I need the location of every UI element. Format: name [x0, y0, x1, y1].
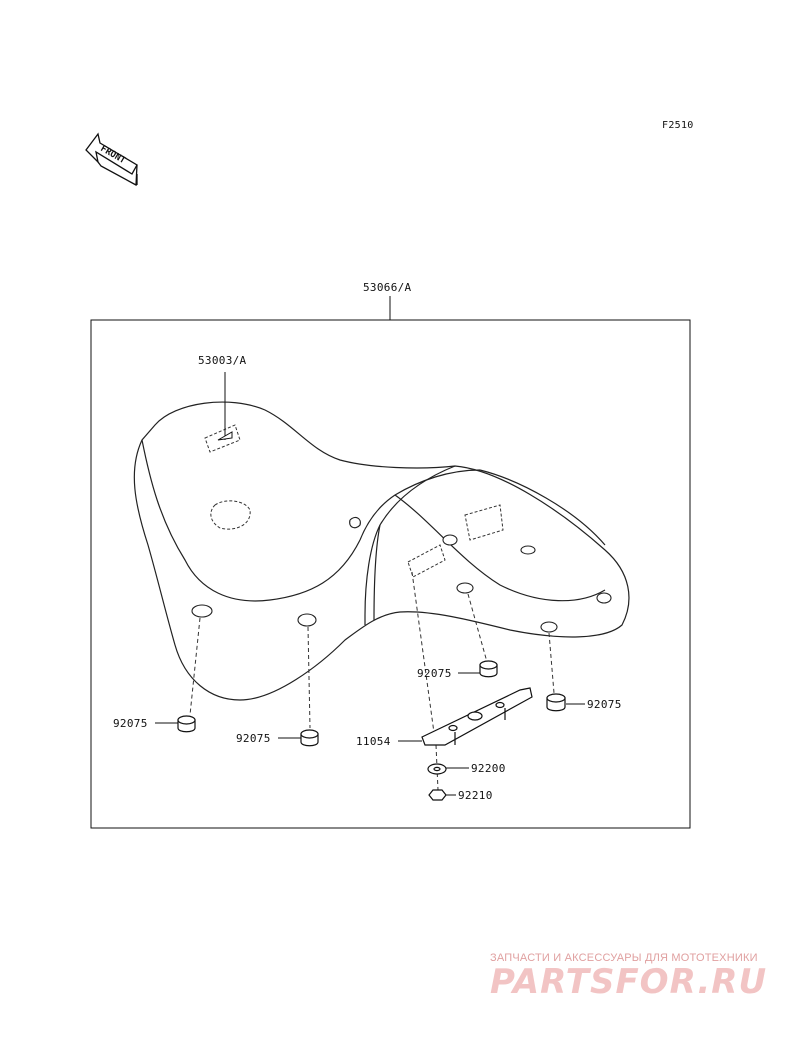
damper-right-icon: [546, 693, 566, 712]
label-leaders: [155, 672, 585, 796]
watermark-tagline: ЗАПЧАСТИ И АКСЕССУАРЫ ДЛЯ МОТОТЕХНИКИ: [490, 952, 758, 964]
label-washer: 92200: [471, 762, 506, 775]
label-damper-left-rear: 92075: [236, 732, 271, 745]
seat-drawing: [133, 401, 630, 701]
mount-holes: [191, 534, 612, 633]
front-arrow-icon: [85, 132, 138, 187]
damper-left-rear-icon: [300, 729, 319, 747]
label-nut: 92210: [458, 789, 493, 802]
label-seat-cover: 53003/A: [198, 354, 247, 367]
nut-icon: [428, 789, 447, 801]
label-damper-left-front: 92075: [113, 717, 148, 730]
seat-cover-leader: [217, 372, 233, 441]
washer-icon: [427, 763, 447, 775]
damper-left-front-icon: [177, 715, 196, 733]
watermark-logo: PARTSFOR.RU: [490, 962, 768, 1002]
bracket-icon: [421, 687, 533, 746]
label-assembly: 53066/A: [363, 281, 412, 294]
assembly-frame: [90, 319, 691, 829]
label-damper-right: 92075: [587, 698, 622, 711]
dashed-leaders: [189, 571, 555, 791]
label-bracket: 11054: [356, 735, 391, 748]
figure-code: F2510: [662, 120, 694, 131]
label-damper-center: 92075: [417, 667, 452, 680]
seat-emblem: [204, 424, 504, 578]
damper-center-icon: [479, 660, 498, 678]
